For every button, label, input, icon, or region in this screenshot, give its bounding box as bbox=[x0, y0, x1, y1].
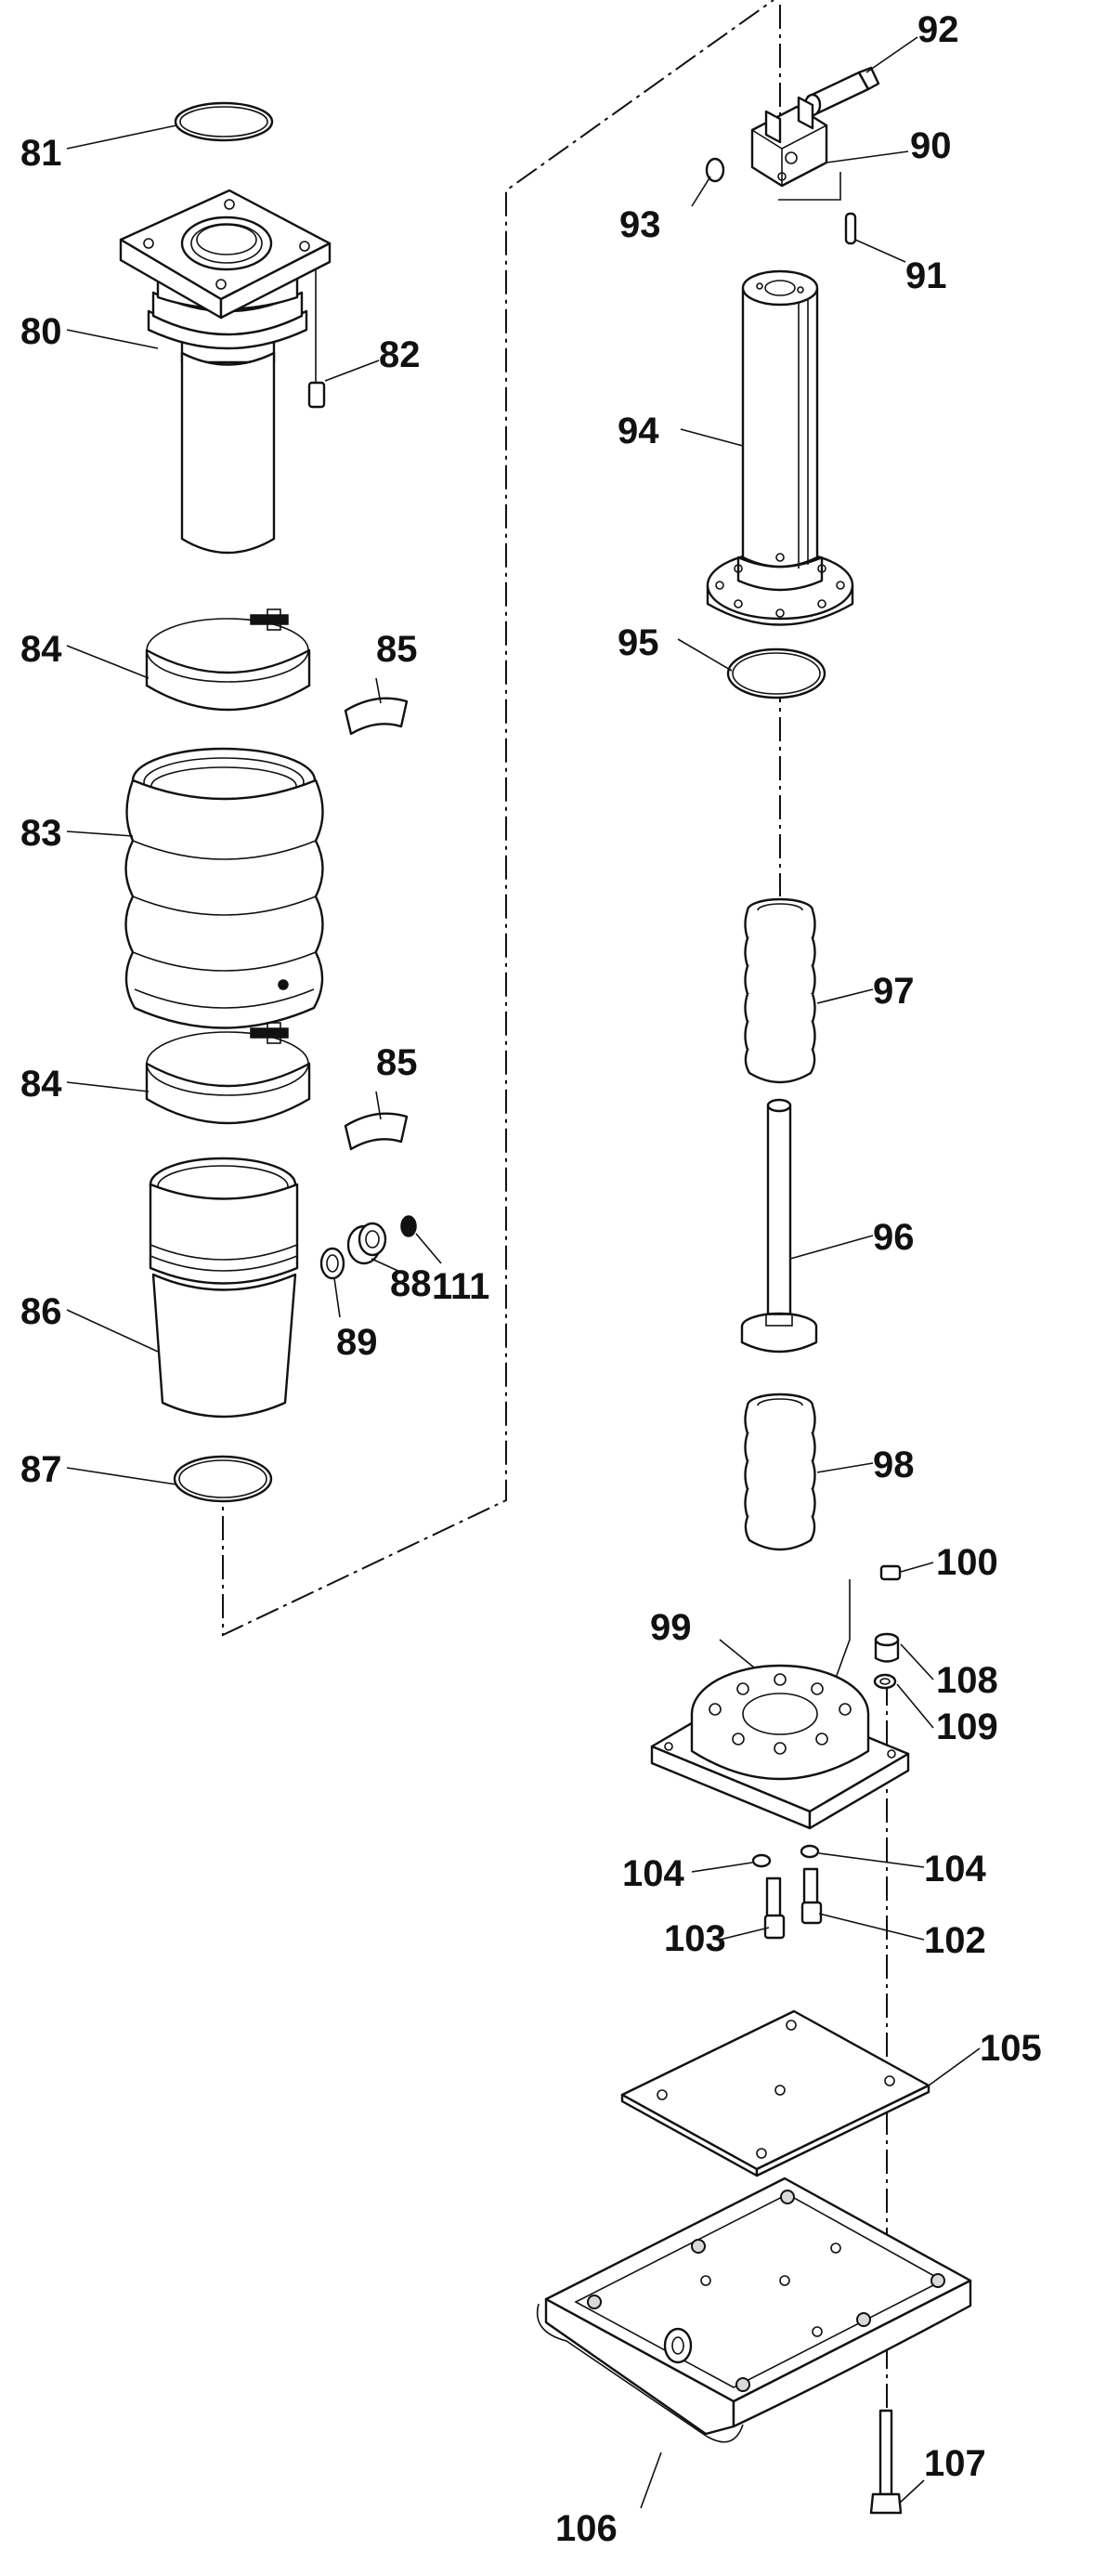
part-88-plug bbox=[346, 1222, 387, 1265]
callout-100: 100 bbox=[936, 1542, 998, 1583]
callout-106: 106 bbox=[555, 2508, 618, 2549]
callout-111: 111 bbox=[432, 1266, 489, 1307]
part-98-spring-lower bbox=[744, 1393, 816, 1551]
callout-95: 95 bbox=[618, 622, 659, 663]
callout-81: 81 bbox=[20, 133, 62, 174]
callout-85: 85 bbox=[376, 1042, 418, 1083]
part-81-o-ring bbox=[174, 101, 274, 142]
part-97-spring-upper bbox=[744, 897, 816, 1084]
callout-84: 84 bbox=[20, 1064, 62, 1105]
part-104-washer-right bbox=[800, 1844, 820, 1859]
part-91-dowel-pin bbox=[844, 212, 857, 245]
callout-99: 99 bbox=[650, 1607, 692, 1648]
callout-84: 84 bbox=[20, 629, 62, 670]
part-100-grease-nipple bbox=[830, 1564, 902, 1692]
part-95-o-ring bbox=[726, 647, 826, 700]
callout-91: 91 bbox=[905, 255, 947, 296]
part-86-lower-housing bbox=[149, 1157, 299, 1419]
part-107-bolt bbox=[869, 2409, 903, 2515]
callout-104: 104 bbox=[622, 1853, 684, 1894]
part-84-clamp-band-lower bbox=[145, 1022, 311, 1125]
callout-107: 107 bbox=[924, 2443, 986, 2484]
callout-98: 98 bbox=[873, 1445, 915, 1485]
part-85-clip-lower bbox=[344, 1112, 409, 1151]
callout-80: 80 bbox=[20, 311, 62, 352]
callout-105: 105 bbox=[980, 2028, 1042, 2069]
callout-90: 90 bbox=[910, 125, 952, 166]
callout-109: 109 bbox=[936, 1706, 998, 1747]
callout-labels: 81 80 82 84 85 83 84 85 86 88 89 111 87 … bbox=[20, 9, 1042, 2549]
part-85-clip-upper bbox=[344, 697, 409, 736]
callout-88: 88 bbox=[390, 1263, 432, 1304]
part-106-tamping-shoe bbox=[536, 2177, 972, 2443]
callout-87: 87 bbox=[20, 1449, 62, 1490]
callout-93: 93 bbox=[619, 204, 661, 245]
callout-94: 94 bbox=[618, 411, 659, 451]
part-104-washer-left bbox=[751, 1853, 772, 1868]
callout-108: 108 bbox=[936, 1660, 998, 1701]
callout-104: 104 bbox=[924, 1849, 986, 1890]
part-111-seal bbox=[400, 1215, 417, 1237]
leader-lines bbox=[66, 36, 981, 2509]
callout-86: 86 bbox=[20, 1291, 62, 1332]
part-83-bellows bbox=[124, 747, 324, 1029]
part-94-guide-cylinder bbox=[706, 269, 854, 626]
part-82-bolt bbox=[307, 269, 326, 409]
callout-103: 103 bbox=[664, 1918, 726, 1959]
callout-102: 102 bbox=[924, 1920, 986, 1961]
part-93-ring bbox=[705, 157, 725, 183]
callout-85: 85 bbox=[376, 629, 418, 670]
part-105-plate bbox=[620, 2009, 930, 2177]
callout-83: 83 bbox=[20, 813, 62, 854]
part-99-base-flange bbox=[650, 1664, 910, 1830]
part-103-bolt bbox=[763, 1876, 786, 1940]
callout-89: 89 bbox=[336, 1322, 378, 1363]
part-102-bolt bbox=[800, 1867, 823, 1925]
part-109-washer bbox=[873, 1673, 897, 1690]
callout-97: 97 bbox=[873, 971, 915, 1012]
callout-82: 82 bbox=[379, 334, 421, 375]
part-89-washer bbox=[319, 1247, 345, 1280]
part-92-pin bbox=[803, 66, 880, 117]
part-87-o-ring bbox=[173, 1455, 273, 1503]
callout-96: 96 bbox=[873, 1217, 915, 1258]
part-108-nut bbox=[874, 1632, 900, 1663]
callout-92: 92 bbox=[917, 9, 959, 50]
part-84-clamp-band-upper bbox=[145, 608, 311, 712]
part-96-piston-rod bbox=[740, 1098, 818, 1353]
part-80-flange-tube bbox=[119, 189, 332, 555]
